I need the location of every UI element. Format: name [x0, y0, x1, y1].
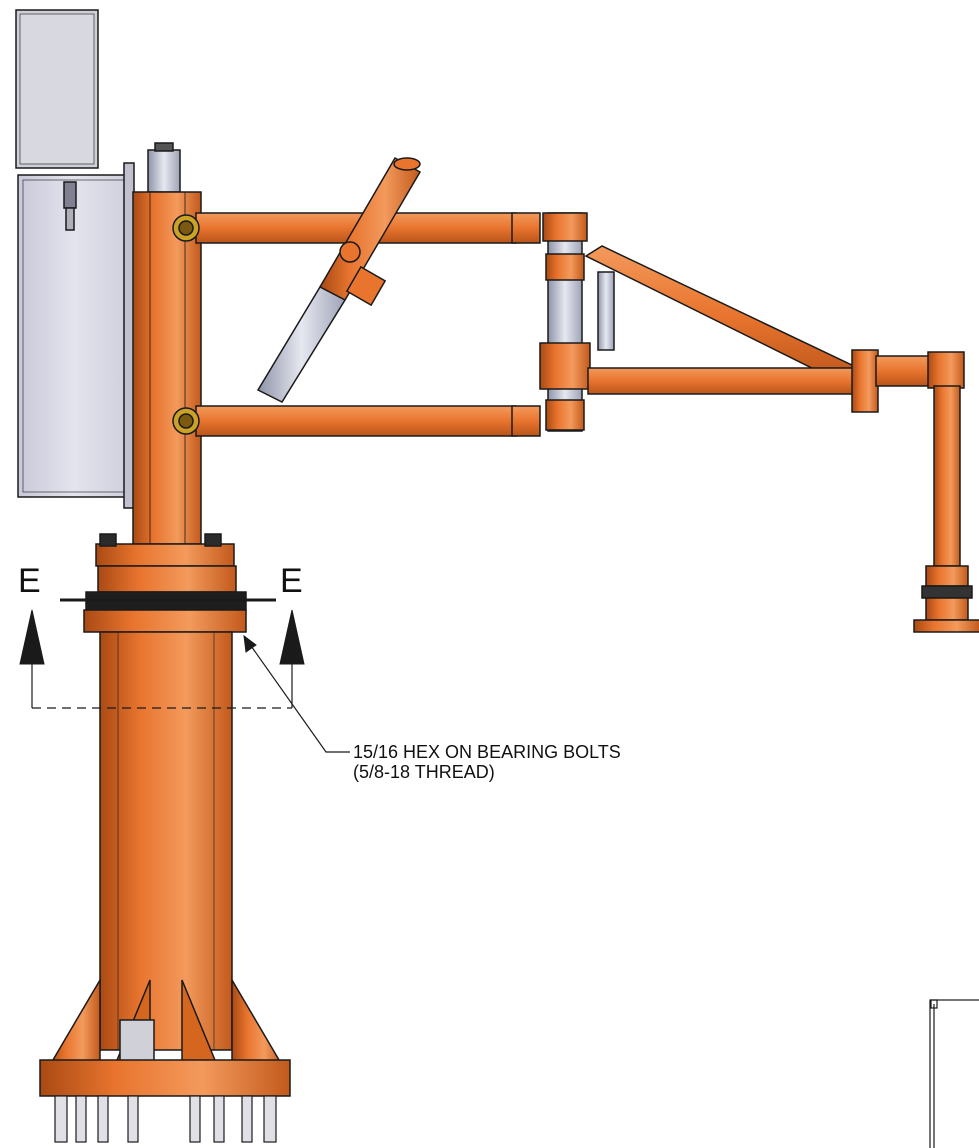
section-label-left: E — [18, 562, 41, 600]
elbow-post — [539, 212, 615, 432]
title-block-corner — [929, 999, 979, 1148]
balance-cylinder — [256, 156, 422, 403]
upper-mast — [132, 142, 202, 545]
anchor-bolts — [54, 1095, 277, 1143]
pedestal — [39, 631, 291, 1097]
drop-pipe — [913, 385, 979, 633]
outer-arm — [584, 245, 965, 413]
bearing-housing — [60, 533, 276, 633]
callout-text-line2: (5/8-18 THREAD) — [353, 762, 495, 782]
callout-text-line1: 15/16 HEX ON BEARING BOLTS — [353, 742, 621, 762]
callout-leader — [243, 634, 350, 753]
section-label-right: E — [280, 562, 303, 600]
section-view-marker — [19, 609, 305, 709]
electrical-cabinet — [15, 9, 135, 509]
